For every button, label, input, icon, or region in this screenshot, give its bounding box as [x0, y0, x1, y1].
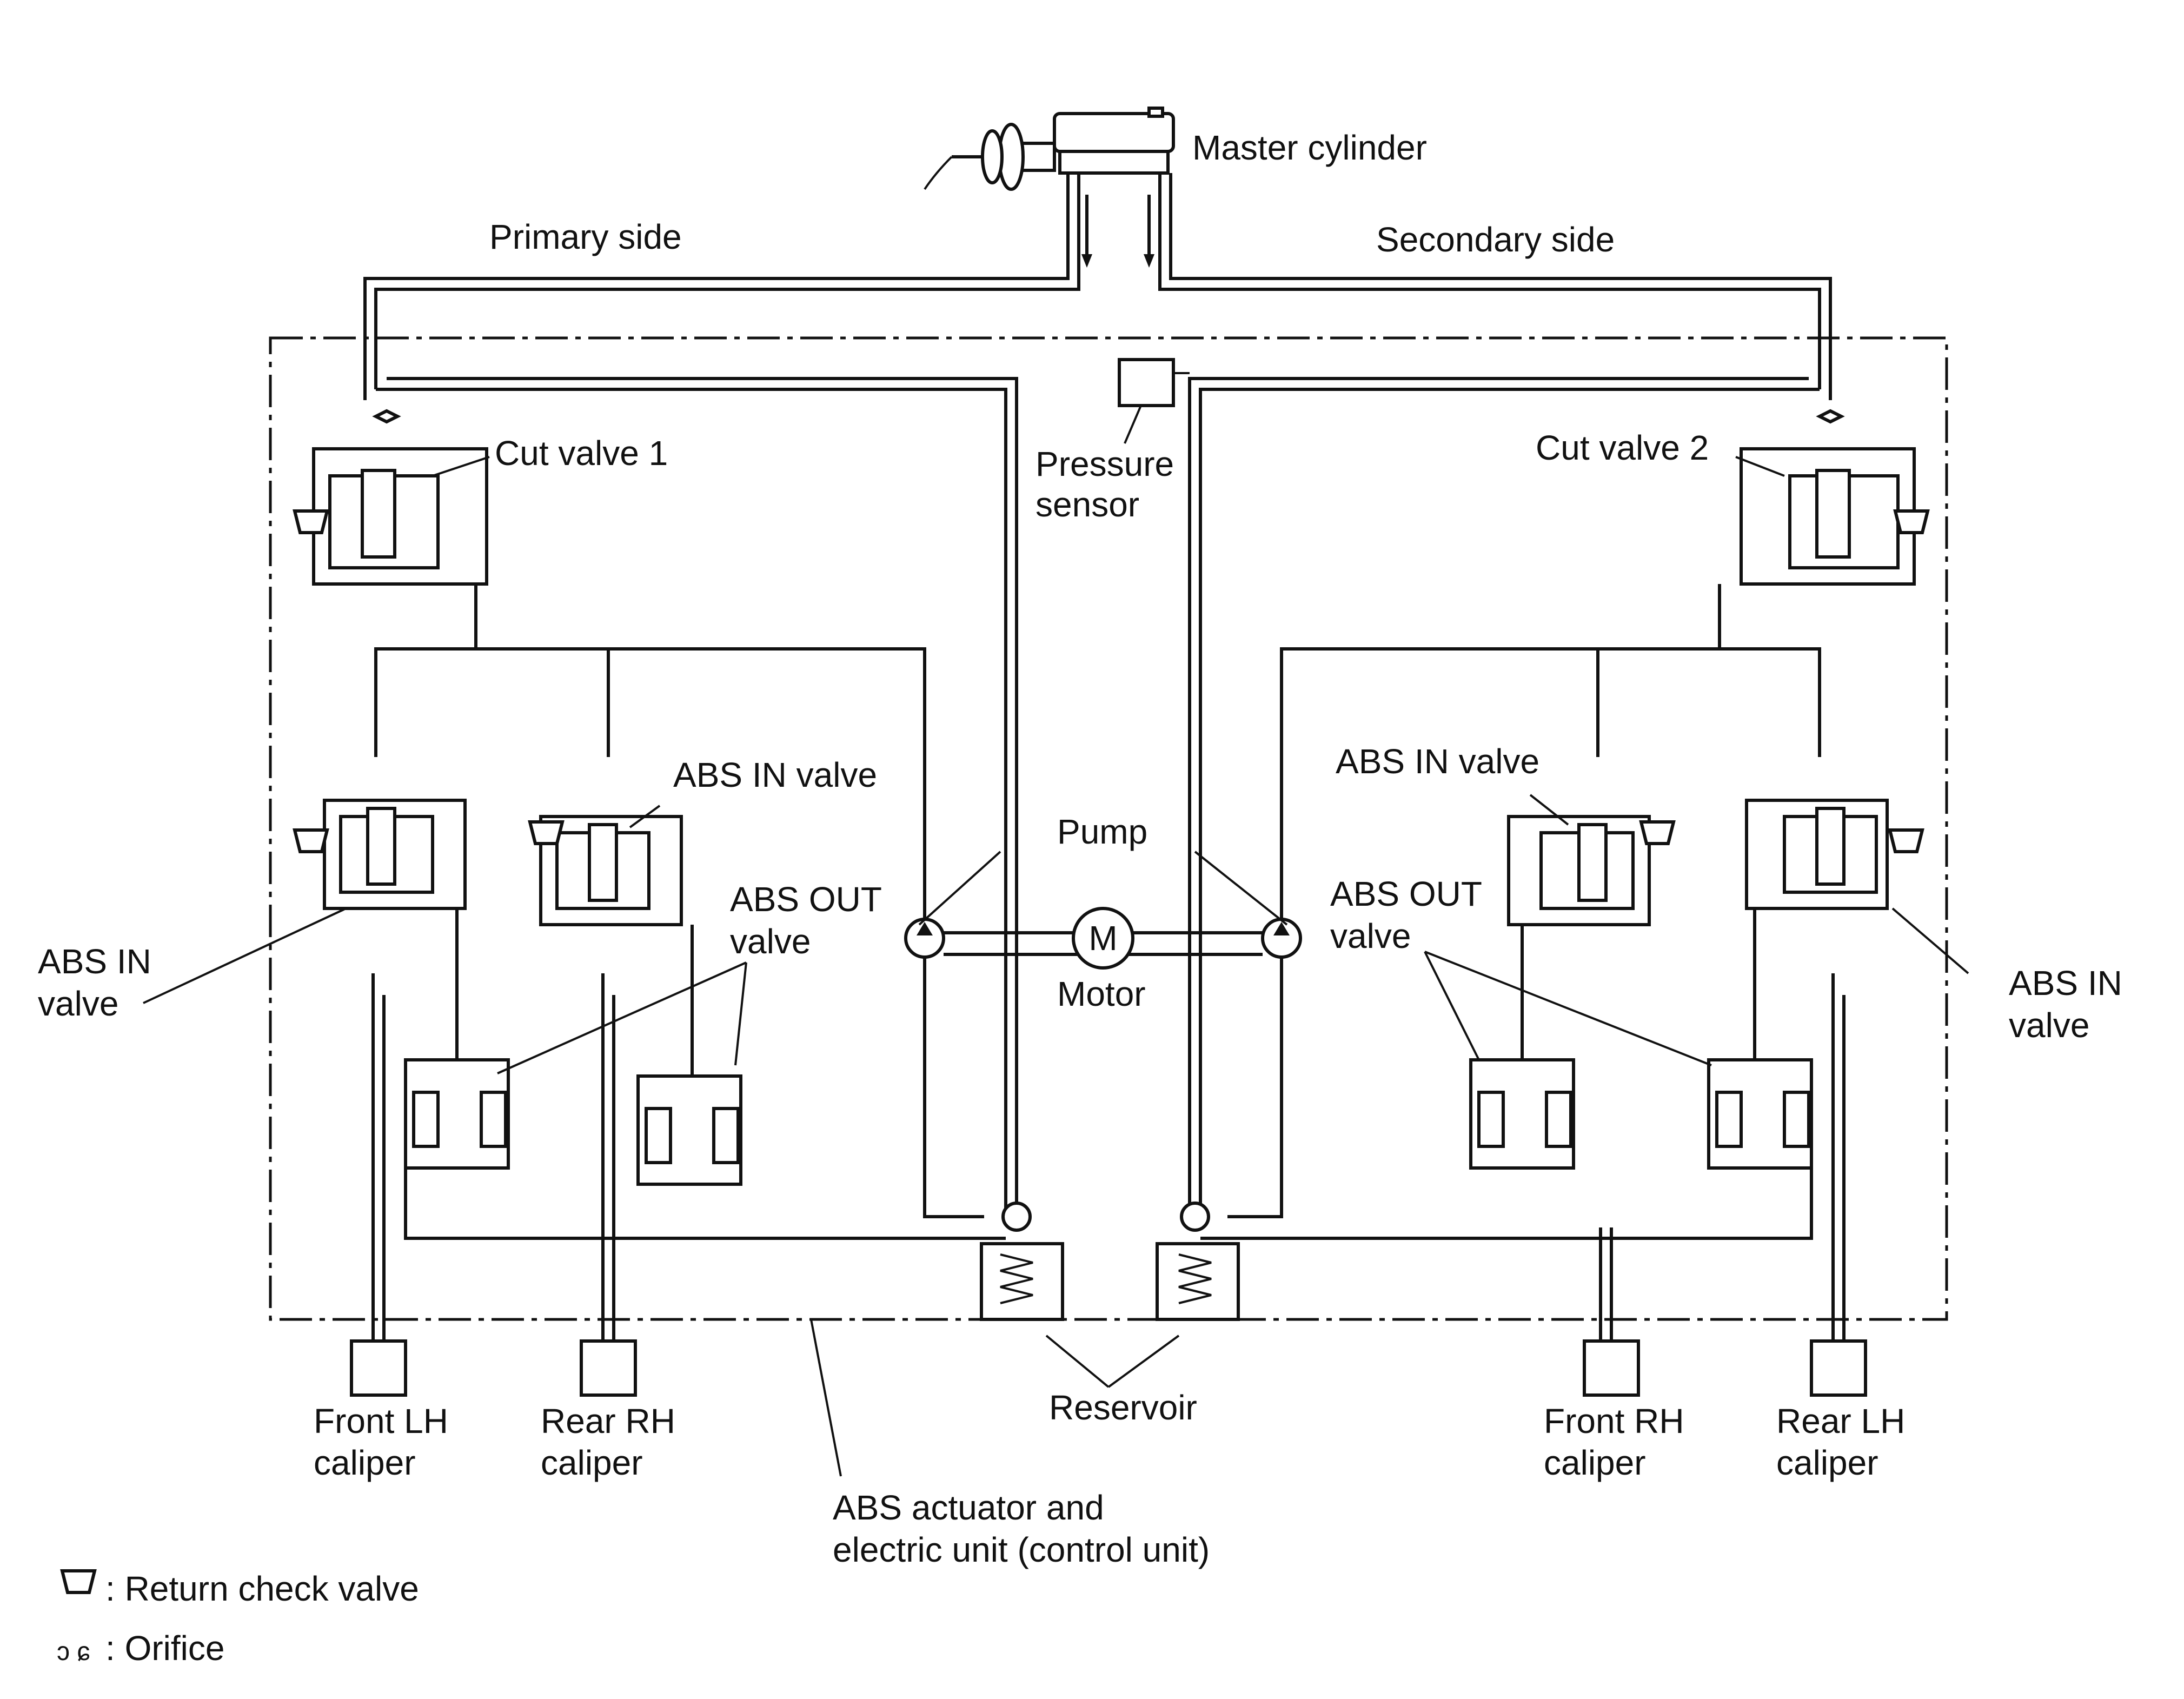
abs-in-valve-label-front-rh: ABS IN valve: [1336, 742, 1539, 781]
front-rh-label: Front RH: [1544, 1402, 1684, 1441]
pressure-sensor: [1118, 358, 1175, 407]
return-check-valve-icon: [60, 1569, 97, 1594]
cut-valve-1-label: Cut valve 1: [495, 434, 668, 473]
cut-valve-1: [293, 409, 488, 586]
rear-lh-label: Rear LH: [1776, 1402, 1905, 1441]
rear-rh-caliper: [580, 973, 637, 1397]
abs-in-valve-front-rh: [1507, 815, 1676, 926]
left-cut-bypass-line: [376, 388, 1007, 1211]
abs-out-valve-front-rh: [1469, 1058, 1575, 1170]
reservoir-left: [980, 1202, 1064, 1321]
abs-in-valve-label-rear-rh: ABS IN valve: [673, 755, 877, 794]
abs-in-valve-rear-rh: [528, 815, 683, 926]
primary-side-label: Primary side: [489, 217, 682, 256]
master-cylinder-label: Master cylinder: [1192, 128, 1427, 167]
left-return-line: [404, 1157, 1006, 1240]
pressure-sensor-label-line-2: sensor: [1035, 485, 1139, 524]
pump-right: [1261, 918, 1302, 959]
right-cut-bypass-line: [1199, 388, 1820, 1211]
abs-in-label-rear-lh-line-2: valve: [2009, 1006, 2089, 1045]
secondary-side-label: Secondary side: [1376, 220, 1615, 259]
motor-symbol: M: [1088, 919, 1117, 958]
legend: : Return check valve ɔ ɕ : Orifice: [57, 1569, 419, 1668]
abs-out-label-left-line-1: ABS OUT: [730, 880, 882, 919]
abs-out-label-left-line-2: valve: [730, 922, 811, 961]
front-lh-label: Front LH: [314, 1402, 448, 1441]
leader-lines: [143, 456, 1969, 1477]
legend-return-check-valve: : Return check valve: [105, 1569, 419, 1608]
primary-side-line: [363, 173, 1092, 400]
front-rh-caliper: [1583, 1227, 1640, 1397]
abs-out-label-right-line-1: ABS OUT: [1330, 874, 1482, 913]
abs-in-label-rear-lh-line-1: ABS IN: [2009, 964, 2122, 1003]
cut-valve-2-label: Cut valve 2: [1536, 428, 1709, 467]
actuator-label-line-1: ABS actuator and: [833, 1488, 1104, 1527]
master-cylinder: [924, 107, 1175, 191]
rear-lh-caliper-label: caliper: [1776, 1443, 1878, 1482]
motor-label: Motor: [1057, 974, 1146, 1013]
secondary-side-line: [1144, 173, 1832, 400]
abs-out-valve-rear-lh: [1707, 1058, 1813, 1170]
actuator-unit-boundary: [269, 336, 1948, 1321]
abs-out-valve-front-lh: [404, 1058, 510, 1170]
abs-out-label-right-line-2: valve: [1330, 917, 1411, 955]
reservoir-label: Reservoir: [1049, 1388, 1197, 1427]
abs-in-valve-front-lh: [293, 799, 467, 910]
rear-lh-caliper: [1810, 973, 1867, 1397]
abs-in-label-front-lh-line-1: ABS IN: [38, 942, 151, 981]
abs-in-label-front-lh-line-2: valve: [38, 984, 118, 1023]
pump-label: Pump: [1057, 812, 1147, 851]
legend-orifice: : Orifice: [105, 1629, 224, 1668]
right-return-line: [1200, 1157, 1813, 1240]
rear-rh-label: Rear RH: [541, 1402, 675, 1441]
abs-out-valve-rear-rh: [636, 1074, 742, 1186]
actuator-label-line-2: electric unit (control unit): [833, 1530, 1210, 1569]
pump-left: [904, 918, 945, 959]
orifice-icon: ɔ ɕ: [57, 1637, 90, 1666]
motor: M: [1072, 907, 1134, 970]
front-lh-caliper: [350, 973, 407, 1397]
rear-rh-caliper-label: caliper: [541, 1443, 643, 1482]
front-lh-caliper-label: caliper: [314, 1443, 416, 1482]
pressure-sensor-label-line-1: Pressure: [1035, 444, 1174, 483]
abs-in-valve-rear-lh: [1745, 799, 1924, 910]
cut-valve-2: [1740, 409, 1930, 586]
front-rh-caliper-label: caliper: [1544, 1443, 1646, 1482]
reservoir-right: [1156, 1202, 1240, 1321]
